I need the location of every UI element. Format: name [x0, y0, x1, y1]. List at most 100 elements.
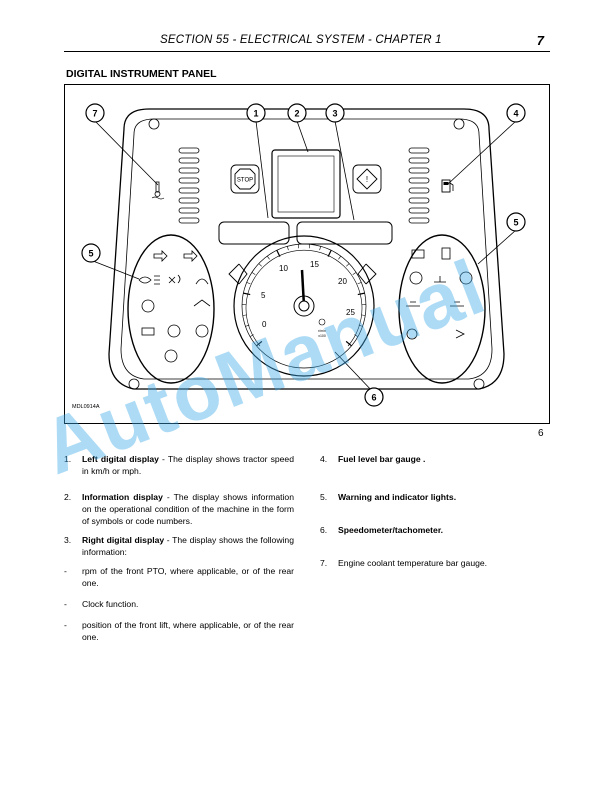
fuel-bar-gauge [408, 147, 430, 224]
legend-item: 3.Right digital display - The display sh… [64, 535, 294, 557]
figure-frame [64, 84, 550, 424]
gauge-tick-mark [338, 255, 342, 260]
callout-4: 4 [506, 103, 526, 123]
section-title: DIGITAL INSTRUMENT PANEL [66, 68, 217, 80]
lift-icon [193, 299, 211, 307]
svg-text:5: 5 [88, 249, 93, 259]
legend-subitem: -rpm of the front PTO, where applicable,… [64, 566, 294, 588]
gauge-tick-mark [319, 246, 321, 251]
front-pto-icon [459, 271, 473, 285]
legend-item: 1.Left digital display - The display sho… [64, 454, 294, 476]
legend-right-column: 4.Fuel level bar gauge . 5.Warning and i… [320, 453, 550, 569]
svg-text:2: 2 [294, 109, 299, 119]
rear-pto-icon [434, 276, 446, 283]
gauge-tick-mark [266, 255, 270, 260]
warning-icon: ! [352, 164, 382, 194]
callout-leader-lines [92, 120, 517, 394]
mount-hole [128, 378, 140, 390]
header-divider [64, 51, 550, 52]
coolant-bar-gauge [178, 147, 200, 224]
gauge-tick-mark [354, 334, 359, 337]
gauge-tick-label: 25 [346, 308, 355, 317]
svg-text:1: 1 [253, 109, 258, 119]
side-light-icon [168, 274, 181, 284]
svg-text:!: ! [366, 175, 368, 184]
legend-item: 6.Speedometer/tachometer. [320, 525, 444, 535]
instrument-panel-drawing: STOP ! 0 5 10 15 20 25 r [64, 84, 550, 424]
gauge-tick-label: 5 [261, 291, 266, 300]
mount-hole [453, 118, 465, 130]
legend-subitem: -position of the front lift, where appli… [64, 620, 294, 642]
legend-item: 4.Fuel level bar gauge . [320, 454, 426, 464]
gauge-tick-mark [345, 340, 352, 347]
gauge-tick-mark [249, 334, 254, 337]
worklight-icon [195, 278, 209, 285]
gauge-tick-mark [246, 282, 251, 285]
parking-brake-icon [167, 324, 181, 338]
gauge-unit-text: r/min [318, 329, 326, 333]
right-warning-icons [406, 247, 473, 340]
headlight-icon [138, 275, 160, 285]
brake-failure-icon [164, 349, 178, 363]
gauge-tick-mark [258, 263, 262, 267]
differential-lock-icon [406, 301, 420, 307]
left-warning-icons [138, 250, 211, 363]
gauge-tick-mark [357, 292, 365, 296]
gauge-tick-mark [243, 292, 251, 296]
trailer-indicator-icon [153, 250, 168, 262]
legend-left-column: 1.Left digital display - The display sho… [64, 453, 294, 643]
legend-item: 2.Information display - The display show… [64, 492, 294, 526]
gauge-tick-mark [357, 282, 362, 285]
four-wheel-drive-icon [450, 301, 464, 307]
panel-inner-housing [120, 118, 493, 380]
gauge-tick-label: 20 [338, 277, 347, 286]
page-number: 7 [536, 33, 544, 48]
gauge-tick-label: 15 [310, 260, 319, 269]
callout-2: 2 [287, 103, 307, 123]
stop-label: STOP [237, 178, 253, 184]
svg-text:6: 6 [371, 393, 376, 403]
gauge-tick-mark [346, 263, 350, 267]
svg-text:7: 7 [92, 109, 97, 119]
gauge-tick-label: 10 [279, 264, 288, 273]
gauge-tick-mark [276, 250, 281, 257]
legend-item: 7.Engine coolant temperature bar gauge. [320, 558, 488, 568]
engine-oil-icon [141, 299, 155, 313]
panel-housing [108, 108, 505, 390]
gauge-tick-mark [251, 272, 256, 275]
callout-6: 6 [364, 387, 384, 407]
gauge-tick-mark [352, 272, 357, 275]
mount-hole [148, 118, 160, 130]
gauge-tick-mark [245, 324, 250, 327]
battery-icon [141, 327, 155, 336]
legend-subitem: -Clock function. [64, 599, 139, 609]
callout-5-right: 5 [506, 212, 526, 232]
callout-3: 3 [325, 103, 345, 123]
brake-fluid-icon [195, 324, 209, 338]
gauge-tick-mark [242, 314, 247, 316]
information-display [271, 149, 341, 219]
fuel-reserve-icon [441, 247, 451, 260]
page-header: SECTION 55 - ELECTRICAL SYSTEM - CHAPTER… [64, 33, 550, 52]
auto-mode-icon [406, 328, 418, 340]
left-turn-indicator-icon [228, 263, 248, 285]
callout-1: 1 [246, 103, 266, 123]
svg-text:5: 5 [513, 218, 518, 228]
turn-signal-icon [183, 250, 198, 262]
alternator-icon [411, 249, 425, 259]
callout-7: 7 [85, 103, 105, 123]
gauge-needle [300, 269, 306, 307]
figure-number: 6 [538, 428, 544, 439]
gauge-tick-mark [358, 324, 363, 327]
left-warning-lights-cluster [127, 234, 215, 384]
fuel-pump-icon [441, 179, 454, 193]
svg-text:4: 4 [513, 109, 518, 119]
section-header-title: SECTION 55 - ELECTRICAL SYSTEM - CHAPTER… [160, 34, 442, 46]
figure-code: MDL0914A [72, 404, 100, 410]
svg-text:3: 3 [332, 109, 337, 119]
stop-icon: STOP [230, 164, 260, 194]
right-warning-lights-cluster [398, 234, 486, 384]
mount-hole [473, 378, 485, 390]
gauge-tick-label: 0 [262, 320, 267, 329]
legend-item: 5.Warning and indicator lights. [320, 492, 457, 502]
